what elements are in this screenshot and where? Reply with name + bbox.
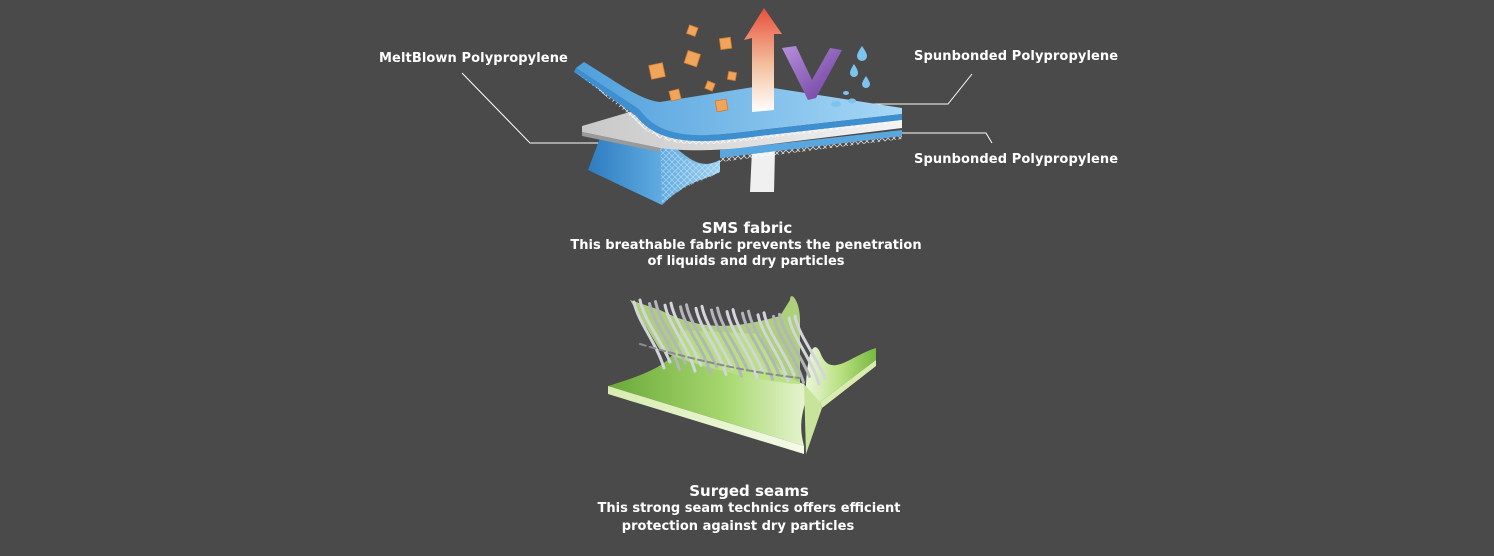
- checkmark-icon: [782, 46, 842, 100]
- surged-seams-desc-line2: protection against dry particles: [621, 519, 855, 534]
- bottom-spunbond-layer: [720, 130, 902, 158]
- stitch-loop: [694, 304, 734, 376]
- sms-fabric-desc-line2: of liquids and dry particles: [647, 254, 845, 269]
- surged-seams-title: Surged seams: [689, 482, 809, 500]
- stitch-baseline: [639, 343, 801, 379]
- water-droplet-icon: [831, 46, 870, 107]
- seam-right-panel: [806, 347, 876, 404]
- stitch-loop: [648, 300, 687, 372]
- surged-seams-desc-line1: This strong seam technics offers efficie…: [597, 501, 901, 516]
- stitch-loop: [632, 298, 672, 370]
- overlock-stitch-pattern: [632, 298, 827, 386]
- stitch-loop: [787, 314, 827, 386]
- label-meltblown-polypropylene: MeltBlown Polypropylene: [379, 51, 568, 66]
- dry-particle-cube-icon: [648, 24, 738, 113]
- leader-meltblown: [461, 72, 630, 144]
- stitch-loop: [772, 312, 811, 384]
- breathable-vapor-arrow-icon: [744, 8, 782, 112]
- bottom-spunbond-curve: [588, 138, 720, 205]
- leader-lines: [461, 72, 993, 144]
- leader-spunbond-top: [870, 73, 973, 105]
- stitch-loop: [679, 303, 718, 375]
- sms-fabric-desc-line1: This breathable fabric prevents the pene…: [570, 238, 922, 253]
- label-spunbonded-polypropylene-bottom: Spunbonded Polypropylene: [914, 152, 1119, 167]
- stitch-loop: [756, 311, 796, 383]
- stitch-loop: [725, 308, 765, 380]
- vapor-arrow-tail: [750, 150, 775, 192]
- top-spunbond-layer: [576, 62, 902, 136]
- sms-fabric-title: SMS fabric: [701, 219, 793, 237]
- leader-spunbond-bottom: [890, 132, 993, 144]
- stitch-loop: [741, 309, 780, 381]
- label-spunbonded-polypropylene-top: Spunbonded Polypropylene: [914, 49, 1119, 64]
